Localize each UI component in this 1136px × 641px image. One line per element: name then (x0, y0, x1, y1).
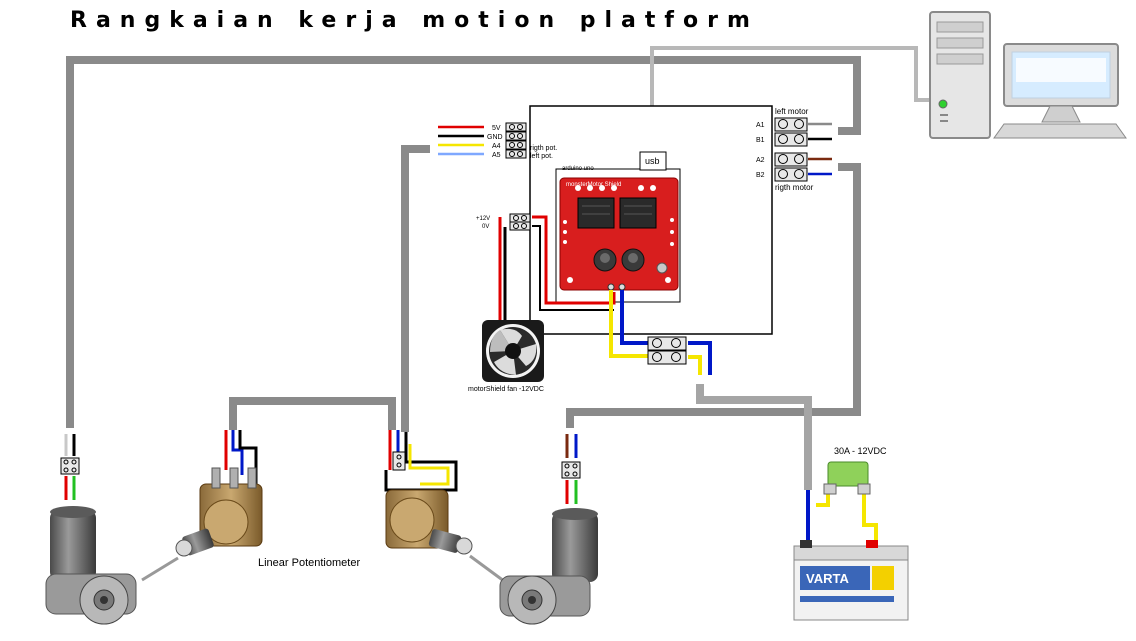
right-pot-cable (401, 145, 430, 432)
usb-port (639, 151, 667, 171)
label-a5: A5 (492, 152, 501, 159)
fuse-icon (823, 461, 871, 495)
arduino-label: arduino uno (562, 166, 594, 172)
right-pot-connector (392, 451, 406, 471)
label-5v: 5V (492, 125, 501, 132)
usb-cables (650, 46, 930, 152)
right-linkage (469, 554, 509, 586)
label-fan: motorShield fan -12VDC (468, 386, 544, 393)
label-left-pot: left pot. (530, 153, 553, 160)
label-left-motor: left motor (775, 107, 809, 116)
label-a2: A2 (756, 157, 765, 164)
cable-bundles (66, 56, 861, 490)
right-potentiometer-icon (385, 489, 473, 555)
battery-icon: VARTA (793, 540, 909, 621)
monster-motor-shield: monsterMotor Shield (559, 177, 679, 291)
label-plus12v: +12V (476, 216, 490, 222)
left-motor-connector (60, 457, 80, 475)
label-fuse: 30A - 12VDC (834, 446, 887, 456)
fan-icon (482, 320, 544, 382)
motor-wires (64, 434, 578, 504)
label-b2: B2 (756, 172, 765, 179)
left-motor-cable (66, 56, 861, 428)
battery-brand: VARTA (806, 571, 849, 586)
left-potentiometer-icon (175, 467, 263, 557)
label-b1: B1 (756, 137, 765, 144)
label-a4: A4 (492, 143, 501, 150)
label-0v: 0V (482, 224, 489, 230)
diagram-title: Rangkaian kerja motion platform (70, 8, 759, 33)
label-a1: A1 (756, 122, 765, 129)
signal-wires (438, 122, 832, 176)
right-motor-connector (561, 461, 581, 479)
supply-terminal-block (647, 336, 687, 365)
label-right-motor: rigth motor (775, 183, 814, 192)
left-motor-icon (45, 506, 137, 625)
right-motor-cable (566, 163, 861, 428)
power-terminal-block (509, 213, 531, 231)
motor-terminal-block (774, 117, 808, 182)
usb-label: usb (645, 156, 660, 166)
usb-cable (650, 46, 930, 152)
pot-terminal-block (505, 122, 527, 159)
label-gnd: GND (487, 134, 503, 141)
left-linkage (141, 556, 179, 582)
left-pot-cable (229, 397, 396, 430)
label-linear-pot: Linear Potentiometer (258, 557, 360, 569)
right-motor-icon (499, 508, 598, 625)
label-right-pot: rigth pot. (530, 145, 557, 152)
power-cable (696, 384, 812, 490)
shield-label: monsterMotor Shield (566, 182, 621, 188)
computer-icon (929, 11, 1127, 139)
